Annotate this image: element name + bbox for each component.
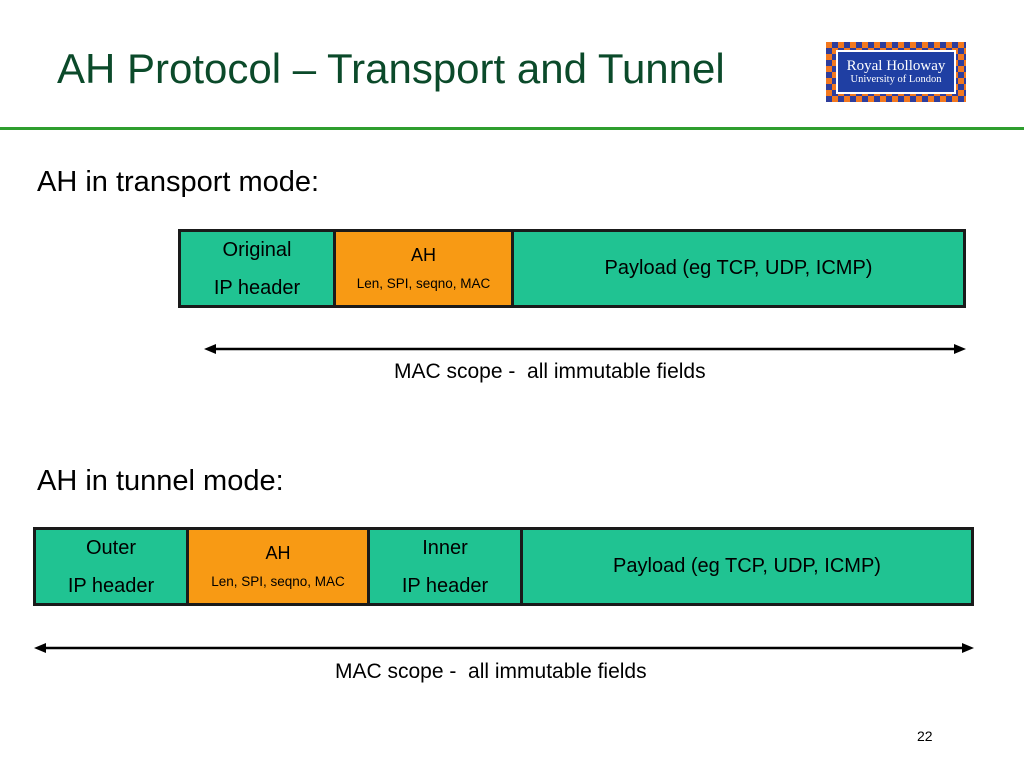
transport-ah-header-box: AH Len, SPI, seqno, MAC: [333, 229, 514, 308]
original-ip-header-line-2: IP header: [213, 276, 301, 299]
tunnel-payload-label: Payload (eg TCP, UDP, ICMP): [613, 555, 881, 577]
inner-ip-header-line-2: IP header: [401, 574, 489, 597]
tunnel-mac-scope-label: MAC scope - all immutable fields: [335, 660, 647, 683]
slide-title: AH Protocol – Transport and Tunnel: [57, 45, 725, 92]
logo-line-2: University of London: [850, 74, 942, 86]
tunnel-ah-header-box: AH Len, SPI, seqno, MAC: [186, 527, 370, 606]
tunnel-ah-title: AH: [265, 543, 291, 564]
transport-payload-label: Payload (eg TCP, UDP, ICMP): [604, 257, 873, 279]
original-ip-header-line-1: Original: [222, 238, 292, 261]
outer-ip-header-line-1: Outer: [85, 536, 137, 559]
transport-ah-fields: Len, SPI, seqno, MAC: [356, 276, 491, 292]
logo-inner-panel: Royal Holloway University of London: [836, 50, 956, 94]
title-divider: [0, 127, 1024, 130]
page-number: 22: [917, 728, 933, 744]
inner-ip-header-line-1: Inner: [422, 536, 468, 559]
tunnel-payload-box: Payload (eg TCP, UDP, ICMP): [520, 527, 974, 606]
tunnel-mode-heading: AH in tunnel mode:: [37, 465, 284, 497]
original-ip-header-box: Original IP header: [178, 229, 336, 308]
logo-line-1: Royal Holloway: [846, 57, 946, 74]
transport-mac-scope-label: MAC scope - all immutable fields: [394, 360, 706, 383]
transport-payload-box: Payload (eg TCP, UDP, ICMP): [511, 229, 966, 308]
outer-ip-header-line-2: IP header: [67, 574, 155, 597]
transport-mode-heading: AH in transport mode:: [37, 166, 320, 198]
transport-ah-title: AH: [410, 245, 436, 266]
tunnel-ah-fields: Len, SPI, seqno, MAC: [211, 574, 345, 590]
royal-holloway-logo: Royal Holloway University of London: [826, 42, 966, 102]
inner-ip-header-box: Inner IP header: [367, 527, 523, 606]
outer-ip-header-box: Outer IP header: [33, 527, 189, 606]
